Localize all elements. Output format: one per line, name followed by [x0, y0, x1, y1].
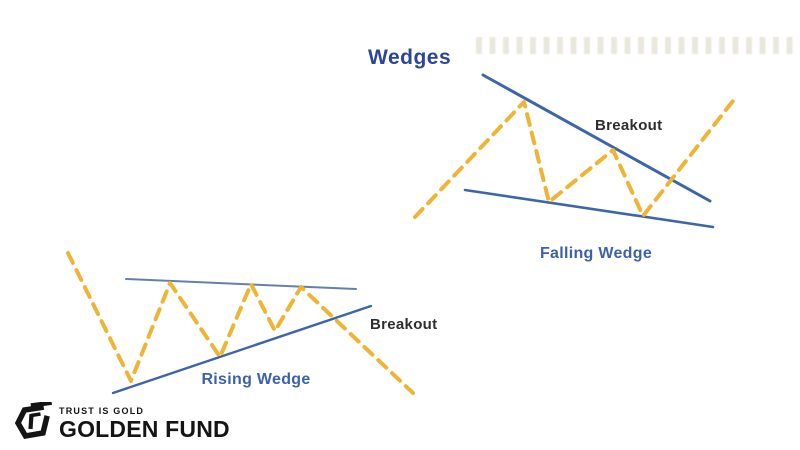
falling-breakout-label: Breakout — [595, 117, 663, 134]
price-zigzag-line — [413, 95, 738, 219]
logo-tagline: TRUST IS GOLD — [59, 406, 145, 416]
rising-wedge-name: Rising Wedge — [201, 371, 311, 388]
resistance-trendline — [125, 278, 357, 290]
price-zigzag-line — [66, 251, 415, 395]
support-trendline — [463, 188, 715, 229]
resistance-trendline — [481, 73, 712, 203]
falling-wedge-pattern — [413, 73, 738, 229]
rising-wedge-pattern — [66, 251, 415, 395]
golden-fund-logo-icon — [14, 402, 52, 440]
falling-wedge-name: Falling Wedge — [539, 245, 653, 262]
golden-fund-logo: TRUST IS GOLD GOLDEN FUND — [12, 402, 230, 442]
support-trendline — [111, 304, 373, 395]
rising-breakout-label: Breakout — [370, 316, 438, 333]
faint-watermark-strip — [476, 37, 796, 54]
page-title: Wedges — [368, 46, 452, 69]
logo-brand-name: GOLDEN FUND — [59, 416, 230, 442]
logo-text-block: TRUST IS GOLD GOLDEN FUND — [59, 402, 230, 441]
